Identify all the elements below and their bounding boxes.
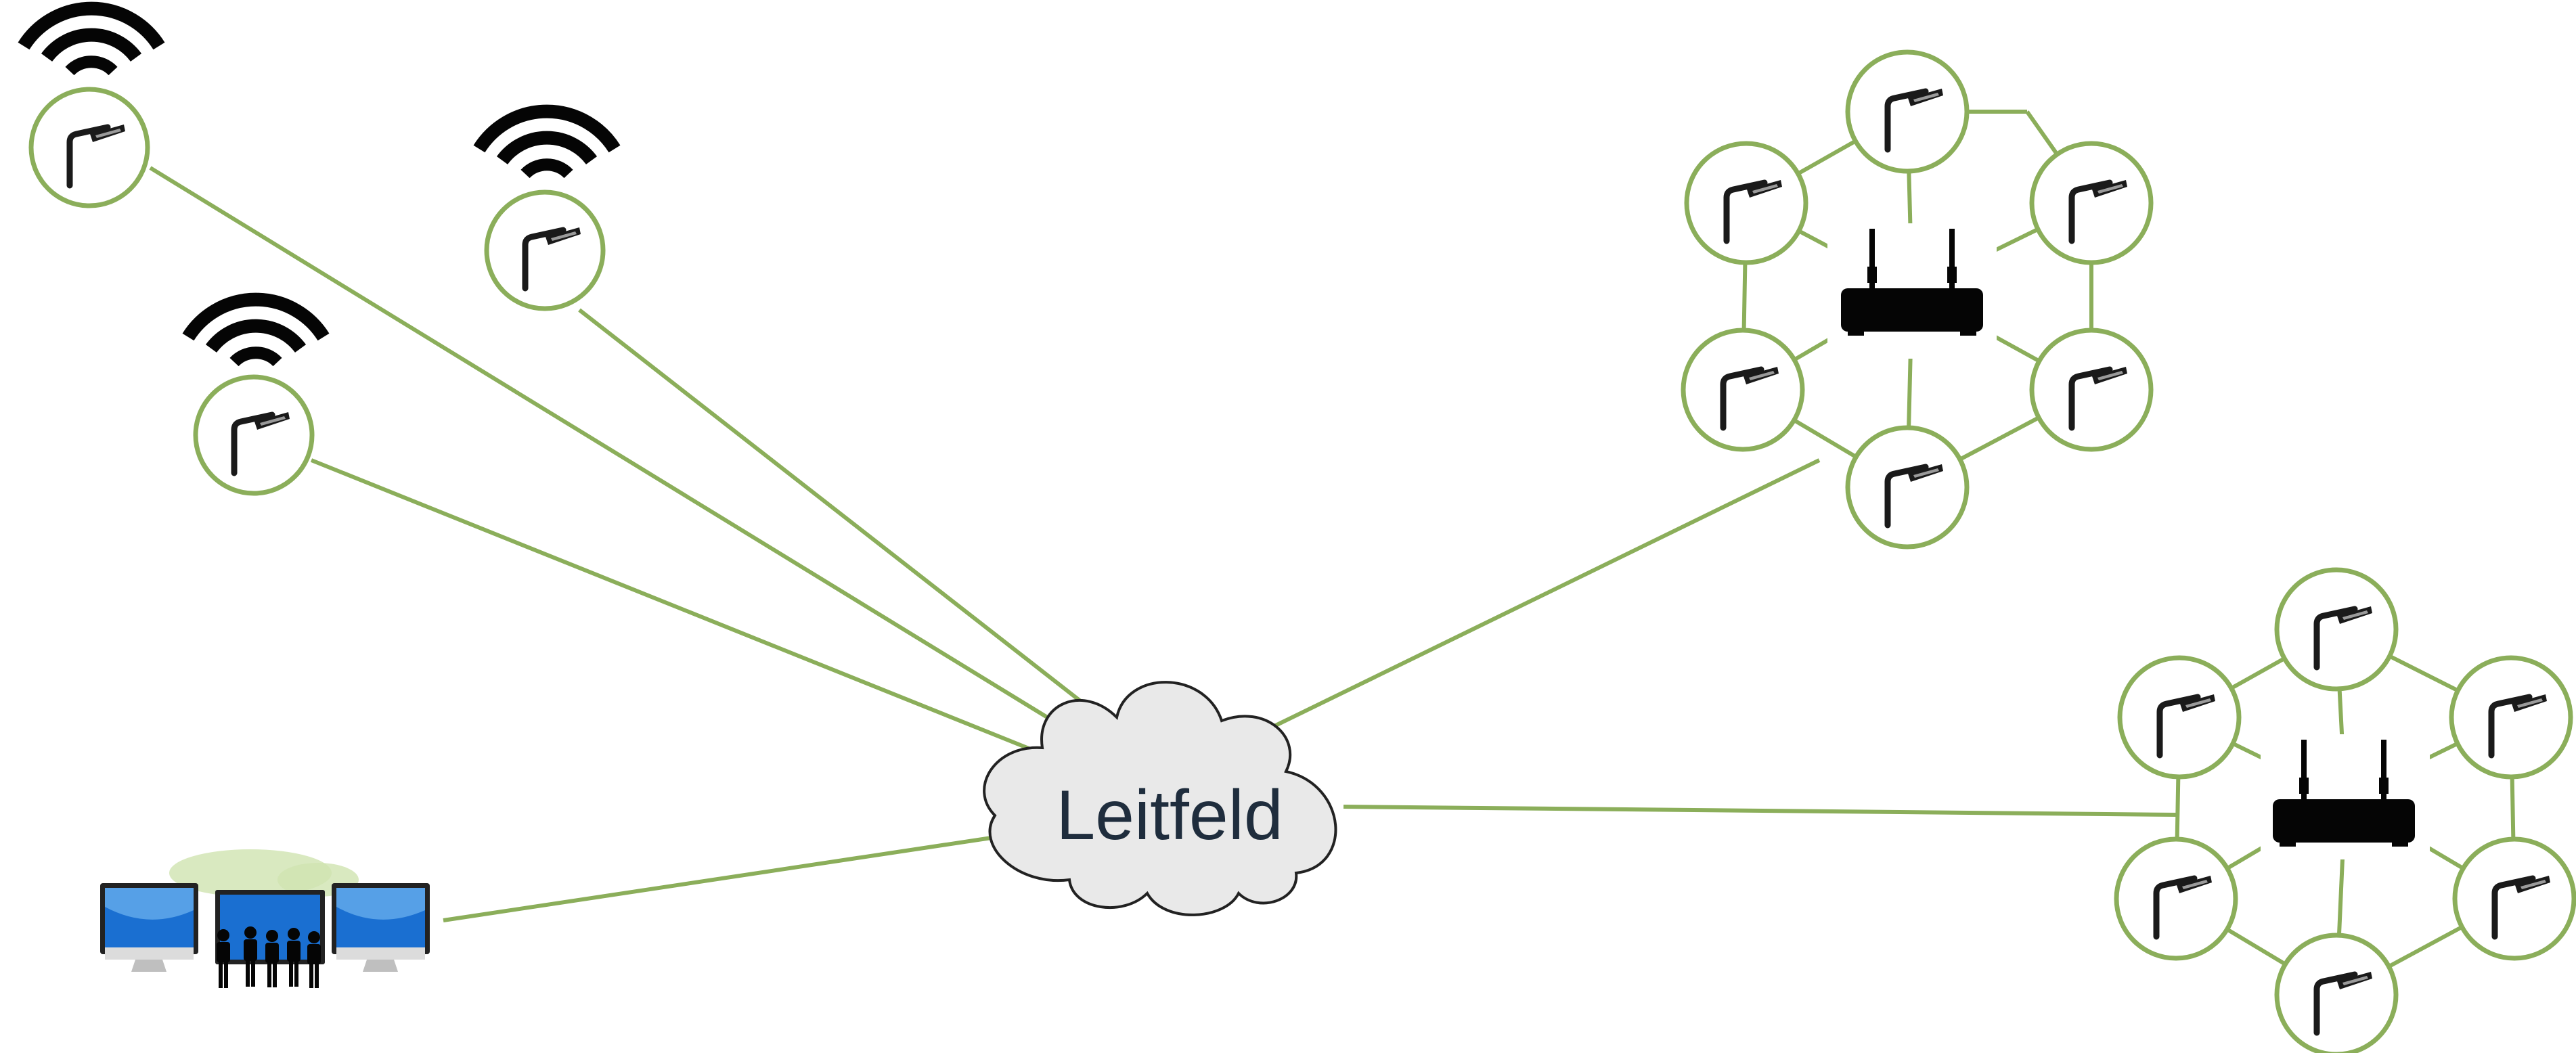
link-lamp-3 bbox=[578, 308, 1111, 726]
mesh-cluster bbox=[2114, 567, 2576, 1053]
wifi-icon bbox=[479, 112, 615, 174]
cloud-icon bbox=[983, 681, 1337, 916]
wifi-icon bbox=[188, 300, 324, 362]
mesh-node bbox=[2029, 328, 2154, 452]
mesh-node bbox=[2449, 655, 2573, 780]
link-lamp-1 bbox=[149, 166, 1071, 733]
cloud: Leitfeld bbox=[983, 681, 1337, 916]
mesh-node bbox=[2452, 836, 2576, 961]
wireless-lamp bbox=[479, 112, 615, 311]
mesh-node bbox=[1684, 141, 1808, 265]
mesh-node bbox=[1845, 49, 1970, 174]
mesh-node bbox=[1845, 425, 1970, 550]
wifi-icon bbox=[24, 9, 159, 71]
mesh-node bbox=[2029, 141, 2154, 265]
mesh-node bbox=[1681, 328, 1805, 452]
wireless-lamp bbox=[188, 300, 324, 496]
mesh-node bbox=[2274, 933, 2399, 1053]
link-control-room bbox=[443, 836, 992, 922]
wireless-lamp bbox=[24, 9, 159, 208]
link-mesh-1 bbox=[1256, 458, 1821, 736]
links bbox=[149, 166, 2180, 922]
control-room bbox=[100, 849, 430, 988]
mesh-cluster bbox=[1681, 49, 2154, 550]
link-mesh-2 bbox=[1343, 805, 2180, 817]
mesh-node bbox=[2274, 567, 2399, 692]
mesh-node bbox=[2114, 836, 2238, 961]
mesh-node bbox=[2117, 655, 2242, 780]
monitors-with-people-icon bbox=[100, 849, 430, 988]
cloud-label: Leitfeld bbox=[1056, 776, 1283, 855]
link-lamp-2 bbox=[310, 458, 1057, 761]
